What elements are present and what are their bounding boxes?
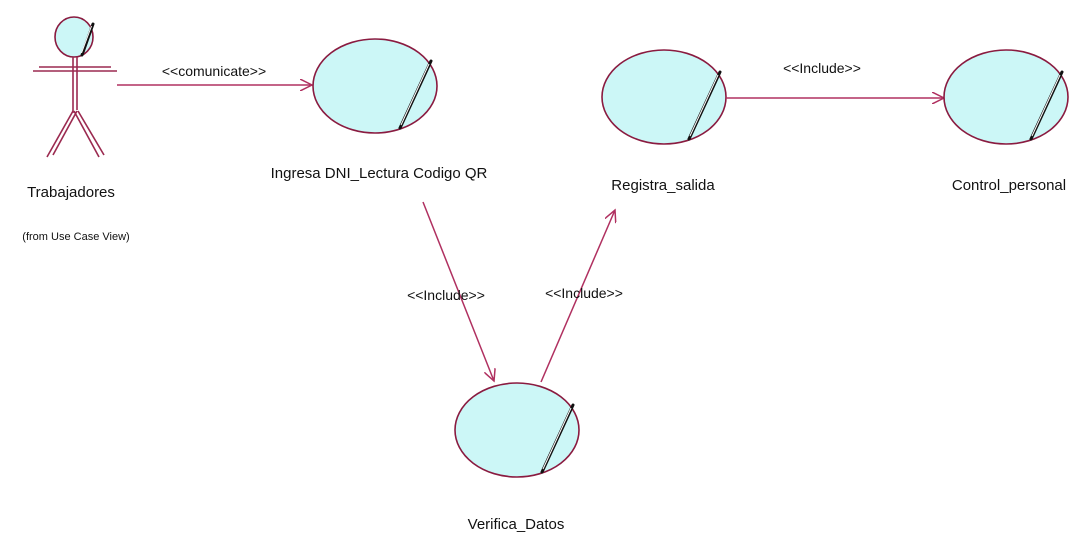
actor-icon: [33, 16, 117, 158]
actor-origin-label: (from Use Case View): [22, 231, 129, 243]
relation-include-verifica-registra[interactable]: <<Include>>: [540, 210, 623, 383]
relation-include-label: <<Include>>: [783, 60, 861, 76]
actor-name-label: Trabajadores: [27, 184, 115, 201]
relation-comunicate-label: <<comunicate>>: [162, 63, 266, 79]
relation-include-label: <<Include>>: [545, 285, 623, 301]
use-case-ingresa-dni[interactable]: Ingresa DNI_Lectura Codigo QR: [271, 38, 488, 182]
use-case-icon: [943, 49, 1069, 145]
use-case-verifica-label: Verifica_Datos: [468, 516, 565, 533]
relation-include-ingresa-verifica[interactable]: <<Include>>: [407, 201, 494, 381]
relation-include-label: <<Include>>: [407, 287, 485, 303]
use-case-registra-salida[interactable]: Registra_salida: [601, 49, 727, 194]
use-case-icon: [454, 382, 580, 478]
use-case-ingresa-label: Ingresa DNI_Lectura Codigo QR: [271, 165, 488, 182]
actor-trabajadores[interactable]: Trabajadores (from Use Case View): [22, 16, 130, 243]
use-case-icon: [312, 38, 438, 134]
use-case-icon: [601, 49, 727, 145]
relation-include-registra-control[interactable]: <<Include>>: [726, 60, 944, 98]
use-case-verifica-datos[interactable]: Verifica_Datos: [454, 382, 580, 533]
relation-comunicate[interactable]: <<comunicate>>: [117, 63, 312, 85]
use-case-control-personal[interactable]: Control_personal: [943, 49, 1069, 194]
use-case-control-label: Control_personal: [952, 177, 1066, 194]
use-case-registra-label: Registra_salida: [611, 177, 715, 194]
